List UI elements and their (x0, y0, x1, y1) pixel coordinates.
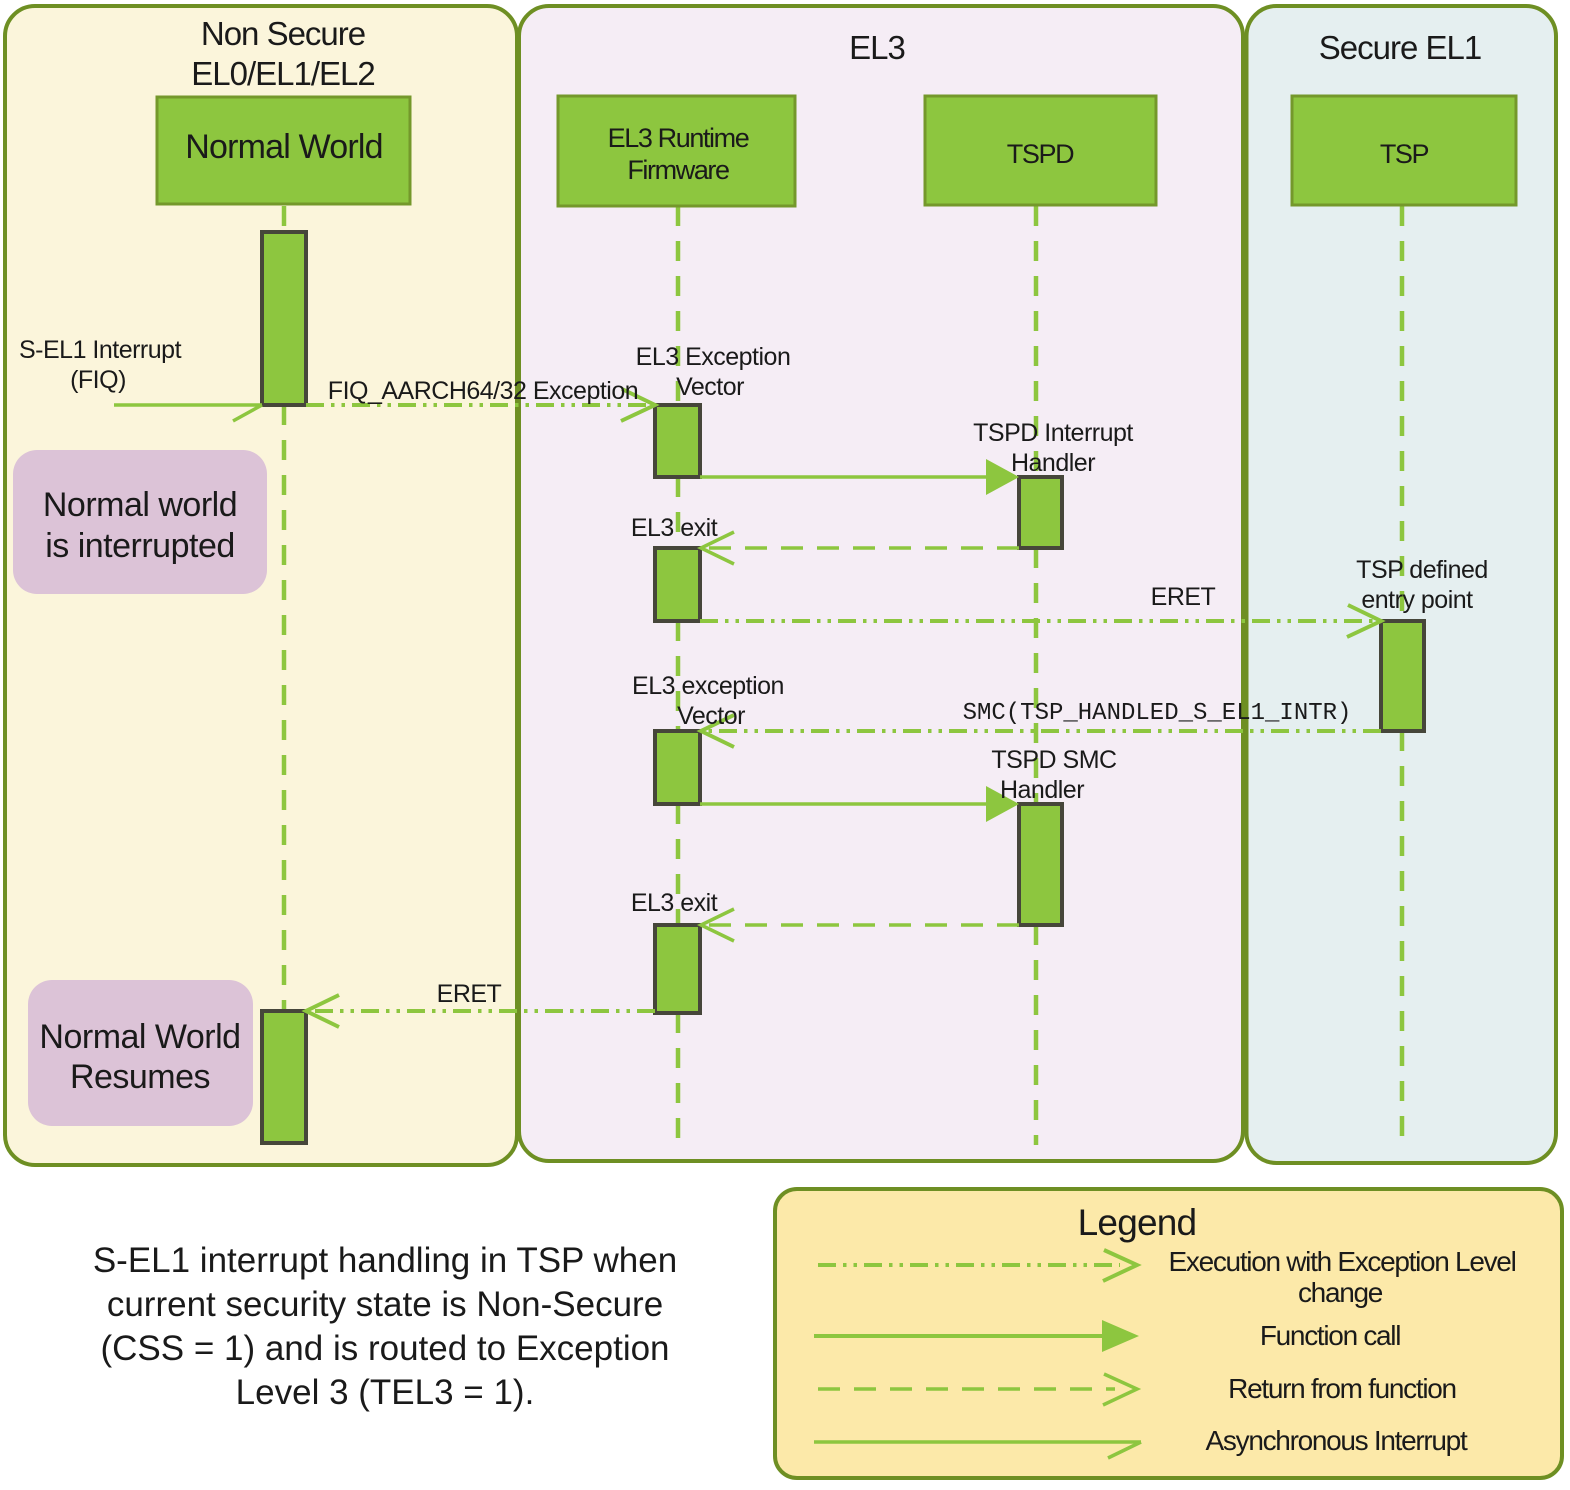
svg-text:TSPD: TSPD (1007, 139, 1074, 169)
svg-text:Resumes: Resumes (70, 1058, 210, 1096)
svg-text:EL3 exit: EL3 exit (631, 514, 718, 542)
svg-text:Execution with Exception Level: Execution with Exception Level (1169, 1246, 1516, 1277)
svg-text:Firmware: Firmware (627, 155, 729, 185)
svg-text:TSP defined: TSP defined (1356, 556, 1488, 584)
svg-text:Function call: Function call (1260, 1320, 1400, 1351)
svg-text:entry point: entry point (1361, 586, 1473, 614)
svg-text:Normal World: Normal World (185, 128, 383, 166)
svg-text:EL3 exit: EL3 exit (631, 889, 718, 917)
svg-text:Asynchronous Interrupt: Asynchronous Interrupt (1206, 1425, 1468, 1456)
svg-text:Normal world: Normal world (43, 486, 237, 524)
svg-text:TSPD SMC: TSPD SMC (991, 746, 1117, 774)
svg-text:TSP: TSP (1380, 139, 1429, 169)
svg-text:S-EL1 interrupt handling in TS: S-EL1 interrupt handling in TSP when (93, 1241, 677, 1280)
svg-text:Vector: Vector (677, 702, 745, 730)
svg-text:current security state is Non-: current security state is Non-Secure (107, 1285, 663, 1324)
svg-text:(CSS = 1) and is routed to Exc: (CSS = 1) and is routed to Exception (100, 1329, 669, 1368)
svg-text:Non Secure: Non Secure (201, 15, 365, 52)
svg-text:ERET: ERET (1151, 583, 1216, 611)
svg-text:Vector: Vector (676, 373, 744, 401)
svg-text:EL3: EL3 (849, 29, 905, 66)
svg-text:EL3 Runtime: EL3 Runtime (608, 123, 749, 153)
svg-text:Return from function: Return from function (1228, 1373, 1456, 1404)
svg-text:EL3 Exception: EL3 Exception (636, 343, 791, 371)
svg-text:S-EL1 Interrupt: S-EL1 Interrupt (19, 336, 182, 364)
svg-text:EL3 exception: EL3 exception (632, 672, 784, 700)
svg-text:(FIQ): (FIQ) (70, 366, 126, 394)
svg-text:change: change (1298, 1277, 1383, 1308)
svg-text:ERET: ERET (437, 980, 502, 1008)
svg-text:EL0/EL1/EL2: EL0/EL1/EL2 (191, 55, 375, 92)
svg-text:Normal World: Normal World (39, 1018, 240, 1056)
svg-text:is interrupted: is interrupted (45, 527, 235, 565)
svg-text:Handler: Handler (1000, 776, 1084, 804)
svg-text:TSPD Interrupt: TSPD Interrupt (973, 419, 1133, 447)
svg-text:Level 3 (TEL3 = 1).: Level 3 (TEL3 = 1). (236, 1373, 535, 1412)
svg-text:Legend: Legend (1078, 1202, 1197, 1243)
svg-text:Handler: Handler (1011, 449, 1095, 477)
svg-text:Secure EL1: Secure EL1 (1319, 29, 1481, 66)
svg-text:SMC(TSP_HANDLED_S_EL1_INTR): SMC(TSP_HANDLED_S_EL1_INTR) (963, 700, 1352, 727)
svg-text:FIQ_AARCH64/32 Exception: FIQ_AARCH64/32 Exception (328, 377, 638, 405)
